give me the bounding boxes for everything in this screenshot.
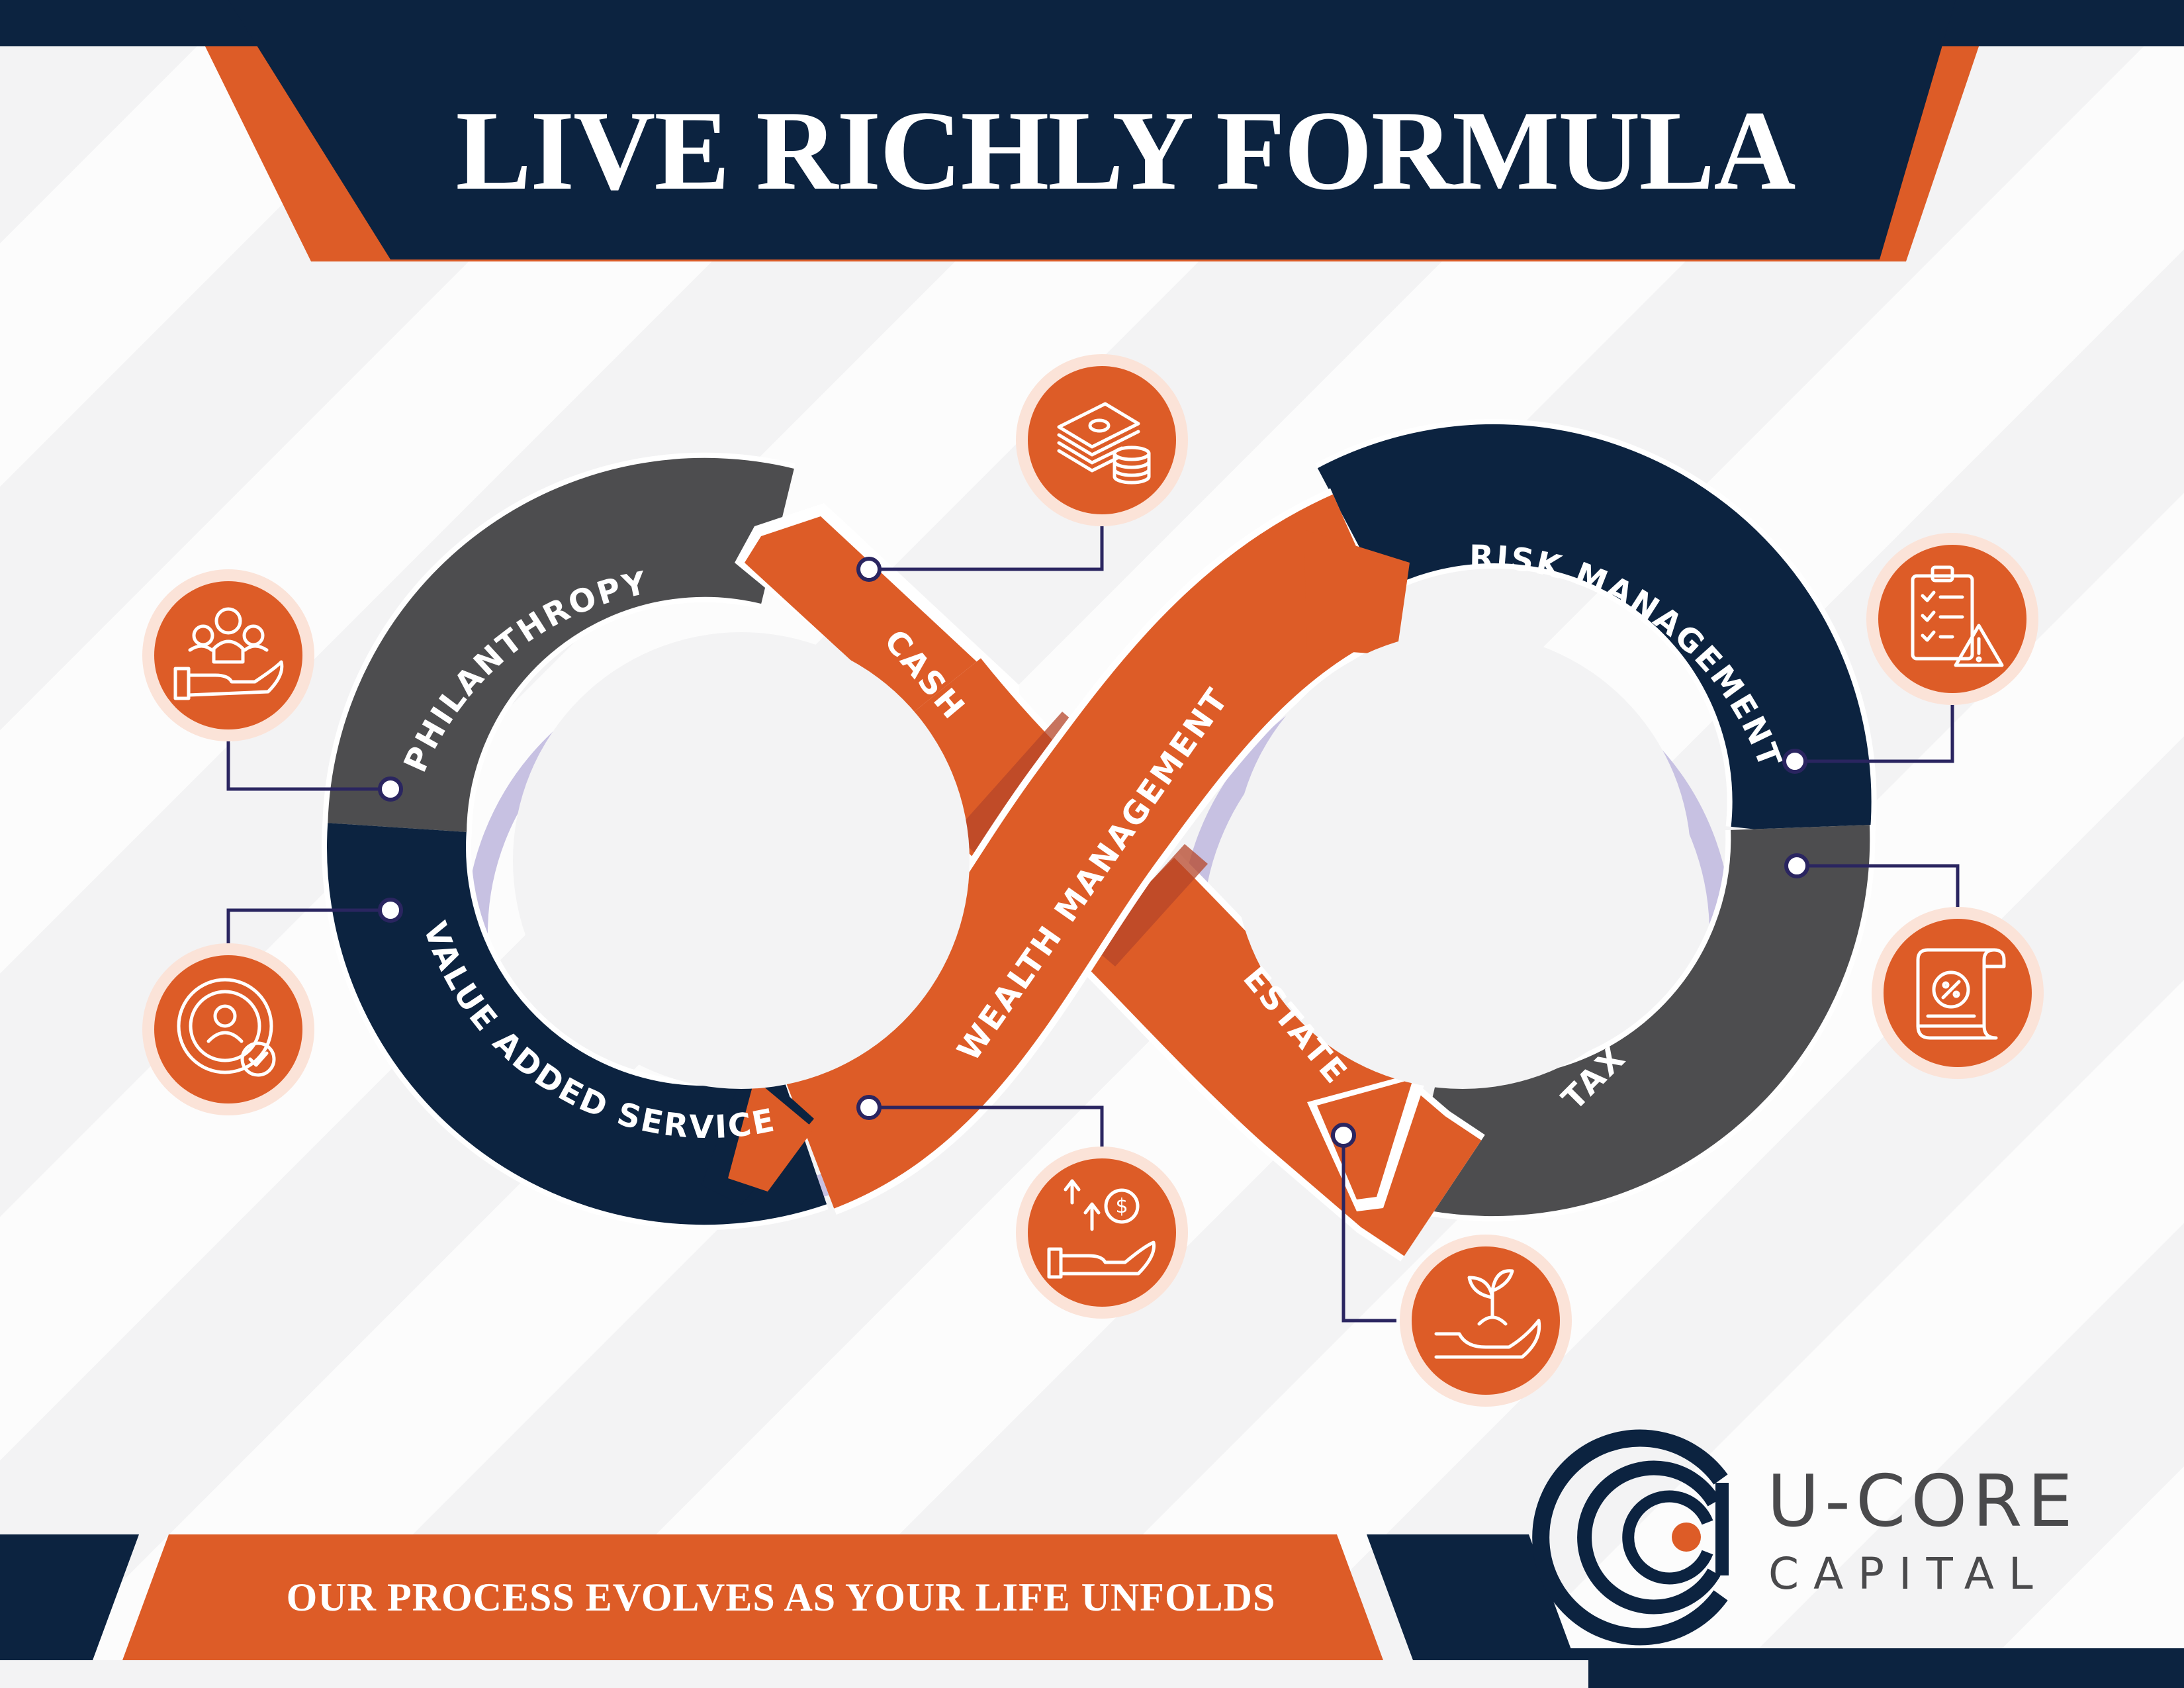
page-title: LIVE RICHLY FORMULA: [455, 88, 1795, 214]
segment-risk-management[interactable]: [1317, 424, 1872, 841]
connectors: [226, 520, 1960, 1323]
connector-dots: [378, 557, 1809, 1148]
segment-philanthropy[interactable]: [328, 457, 794, 835]
svg-text:$: $: [1115, 1195, 1128, 1218]
footer-tagline: OUR PROCESS EVOLVES AS YOUR LIFE UNFOLDS: [287, 1575, 1276, 1619]
brand-subtitle: CAPITAL: [1768, 1548, 2048, 1599]
hand-sprout-icon: [1400, 1235, 1572, 1407]
company-logo: [1532, 1429, 1729, 1646]
segment-tax[interactable]: [1407, 825, 1870, 1217]
segment-wealth-management[interactable]: [779, 494, 1395, 1209]
clipboard-warning-icon: [1866, 533, 2038, 705]
infinity-ribbon: [322, 419, 1877, 1262]
percent-receipt-icon: [1872, 907, 2044, 1079]
people-in-hand-icon: [142, 569, 314, 741]
brand-name: U-CORE: [1767, 1460, 2078, 1543]
hand-growth-dollar-icon: $: [1016, 1147, 1188, 1319]
money-stack-coins-icon: [1016, 354, 1188, 526]
footer-band: OUR PROCESS EVOLVES AS YOUR LIFE UNFOLDS: [0, 1534, 2184, 1688]
header-band: LIVE RICHLY FORMULA: [0, 0, 2184, 261]
segment-estate[interactable]: [1075, 857, 1482, 1256]
user-cycle-check-icon: [142, 943, 314, 1115]
